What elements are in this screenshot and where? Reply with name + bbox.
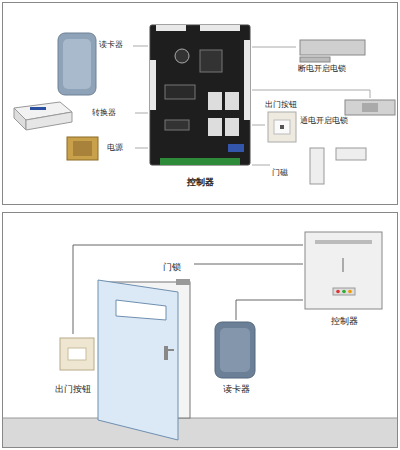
device-node: 电源 — [63, 133, 135, 165]
connector-layer — [73, 46, 370, 334]
wire-connector — [252, 125, 265, 126]
wire-connector — [133, 46, 148, 47]
device-node: 门磁 — [270, 146, 370, 186]
device-label: 出门按钮 — [265, 100, 299, 110]
wire-connector — [252, 90, 370, 98]
panel-frame — [3, 3, 398, 205]
device-node: 控制器 — [303, 230, 385, 328]
armature-plate — [300, 57, 330, 62]
exit-button-key — [68, 348, 86, 360]
indicator-light — [348, 290, 352, 294]
exit-button-icon — [280, 125, 284, 129]
card-reader-face — [220, 328, 250, 372]
indicator-panel — [333, 288, 355, 295]
device-node: 读卡器 — [55, 30, 133, 98]
card-reader-face — [63, 39, 91, 89]
device-node: 控制器 — [148, 23, 252, 191]
wire-connector — [252, 165, 270, 166]
controller-board — [150, 25, 250, 165]
device-node: 门锁 — [150, 256, 194, 288]
relay — [225, 118, 239, 136]
device-label: 控制器 — [148, 177, 252, 188]
door-handle — [166, 349, 174, 351]
terminal-block — [150, 60, 156, 110]
device-label: 门锁 — [150, 262, 194, 273]
wire-connector — [135, 113, 148, 114]
door-leaf — [98, 280, 178, 440]
device-label: 读卡器 — [210, 384, 262, 395]
converter — [14, 108, 26, 130]
wire-connector — [73, 245, 303, 334]
door-window — [116, 300, 166, 320]
terminal-block — [156, 25, 186, 31]
door-contact — [336, 148, 366, 160]
device-node: 转换器 — [10, 98, 135, 132]
exit-button — [60, 338, 94, 370]
indicator-light — [336, 290, 340, 294]
device-node: 通电开启电锁 — [300, 98, 396, 126]
relay — [208, 92, 222, 110]
floor-line — [3, 418, 397, 419]
device-node: 断电开启电锁 — [296, 36, 368, 76]
power-transformer — [67, 137, 98, 160]
wire-connector — [236, 300, 303, 320]
battery — [175, 49, 189, 63]
terminal-block — [200, 25, 240, 31]
device-label: 门磁 — [272, 168, 296, 178]
door-lock — [176, 279, 190, 285]
device-label: 断电开启电锁 — [298, 64, 366, 74]
electric-strike — [345, 100, 395, 115]
device-label: 电源 — [107, 143, 133, 153]
device-label: 通电开启电锁 — [300, 116, 356, 126]
panel-frame — [3, 213, 398, 448]
cabinet-key — [343, 258, 344, 272]
chip — [200, 50, 222, 72]
exit-button-key — [274, 120, 290, 134]
device-label: 控制器 — [303, 316, 385, 327]
terminal-block — [244, 40, 250, 120]
magnetic-lock — [300, 40, 365, 55]
floor — [3, 418, 397, 447]
device-node: 读卡器 — [210, 320, 262, 396]
door-contact — [310, 148, 324, 184]
device-node: 出门按钮 — [44, 334, 102, 396]
device-node: 出门按钮 — [265, 100, 299, 144]
controller-cabinet — [305, 232, 382, 309]
chip — [165, 120, 189, 130]
relay — [225, 92, 239, 110]
card-reader — [58, 33, 96, 95]
card-reader — [215, 322, 255, 378]
relay — [208, 118, 222, 136]
wire-connector — [252, 47, 296, 48]
wire-connector — [194, 264, 303, 265]
terminal-block — [160, 158, 240, 165]
strike-latch — [362, 103, 378, 112]
indicator-light — [342, 290, 346, 294]
power-transformer-core — [73, 141, 92, 156]
device-label: 转换器 — [92, 108, 132, 118]
converter — [26, 112, 72, 130]
exit-button — [268, 112, 296, 142]
device-label: 出门按钮 — [44, 384, 102, 395]
door-handle — [164, 346, 168, 360]
wire-connector — [135, 148, 148, 149]
cabinet-nameplate — [315, 240, 372, 244]
converter-badge — [30, 107, 46, 110]
chip — [165, 85, 195, 99]
chip — [228, 144, 244, 152]
device-label: 读卡器 — [99, 40, 133, 50]
